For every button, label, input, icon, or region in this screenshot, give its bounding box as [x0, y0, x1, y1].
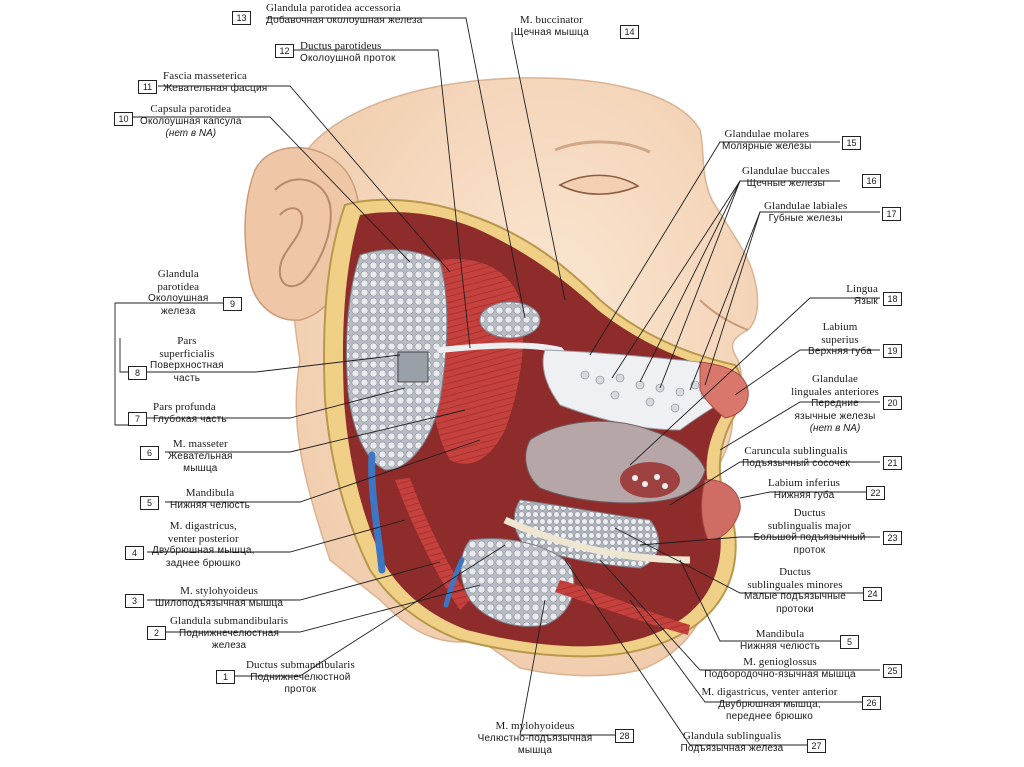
mandible-edge [503, 516, 691, 564]
num-11: 11 [138, 80, 157, 94]
num-9: 9 [223, 297, 242, 311]
label-6: M. masseter Жевательная мышца [168, 438, 233, 474]
num-19: 19 [883, 344, 902, 358]
num-26: 26 [862, 696, 881, 710]
label-23: Ductus sublingualis major Большой подъяз… [753, 507, 866, 556]
num-7: 7 [128, 412, 147, 426]
vein [368, 451, 386, 574]
leader-lines [114, 17, 880, 746]
label-5-left: Mandibula Нижняя челюсть [170, 487, 250, 511]
label-1: Ductus submandibularis Поднижнечелюстной… [246, 659, 355, 695]
num-12: 12 [275, 44, 294, 58]
parotid-gland [346, 249, 448, 471]
num-5-right: 5 [840, 635, 859, 649]
label-9: Glandula parotidea Околоушная железа [148, 268, 209, 317]
accessory-parotid [479, 301, 541, 339]
label-27: Glandula sublingualis Подъязычная железа [680, 730, 784, 754]
label-16: Glandulae buccales Щечные железы [742, 165, 830, 189]
label-15: Glandulae molares Молярные железы [722, 128, 812, 152]
num-22: 22 [866, 486, 885, 500]
label-7: Pars profunda Глубокая часть [153, 401, 227, 425]
label-28: M. mylohyoideus Челюстно-подъязычная мыш… [477, 720, 593, 756]
label-2: Glandula submandibularis Поднижнечелюстн… [170, 615, 289, 651]
eye [558, 174, 640, 195]
num-24: 24 [863, 587, 882, 601]
lower-lip [701, 479, 741, 541]
label-5-right: Mandibula Нижняя челюсть [740, 628, 820, 652]
num-27: 27 [807, 739, 826, 753]
nose [699, 299, 749, 331]
label-10: Capsula parotidea Околоушная капсула (не… [140, 103, 242, 139]
label-14: M. buccinator Щечная мышца [514, 14, 589, 38]
upper-lip [699, 361, 749, 419]
label-3: M. stylohyoideus Шилоподъязычная мышца [155, 585, 284, 609]
digastric-posterior [395, 478, 470, 610]
num-3: 3 [125, 594, 144, 608]
label-17: Glandulae labiales Губные железы [764, 200, 848, 224]
num-15: 15 [842, 136, 861, 150]
label-26: M. digastricus, venter anterior Двубрюшн… [701, 686, 838, 722]
label-18: Lingua Язык [846, 283, 878, 307]
label-12: Ductus parotideus Околоушной проток [300, 40, 396, 64]
label-8: Pars superficialis Поверхностная часть [150, 335, 224, 384]
num-8: 8 [128, 366, 147, 380]
num-5-left: 5 [140, 496, 159, 510]
label-21: Caruncula sublingualis Подъязычный сосоч… [742, 445, 850, 469]
num-13: 13 [232, 11, 251, 25]
label-19: Labium superius Верхняя губа [807, 321, 873, 357]
label-24: Ductus sublinguales minores Малые подъяз… [743, 566, 847, 615]
label-25: M. genioglossus Подбородочно-язычная мыш… [704, 656, 856, 680]
num-18: 18 [883, 292, 902, 306]
num-23: 23 [883, 531, 902, 545]
num-16: 16 [862, 174, 881, 188]
label-11: Fascia masseterica Жевательная фасция [163, 70, 268, 94]
label-20: Glandulae linguales anteriores Передние … [791, 373, 879, 434]
num-1: 1 [216, 670, 235, 684]
label-4: M. digastricus, venter posterior Двубрюш… [152, 520, 255, 569]
num-10: 10 [114, 112, 133, 126]
num-6: 6 [140, 446, 159, 460]
num-2: 2 [147, 626, 166, 640]
num-21: 21 [883, 456, 902, 470]
num-25: 25 [883, 664, 902, 678]
label-22: Labium inferius Нижняя губа [768, 477, 841, 501]
submandibular-gland [460, 538, 575, 627]
num-20: 20 [883, 396, 902, 410]
num-28: 28 [615, 729, 634, 743]
num-14: 14 [620, 25, 639, 39]
label-13: Glandula parotidea accessoria Добавочная… [266, 2, 423, 26]
num-17: 17 [882, 207, 901, 221]
num-4: 4 [125, 546, 144, 560]
